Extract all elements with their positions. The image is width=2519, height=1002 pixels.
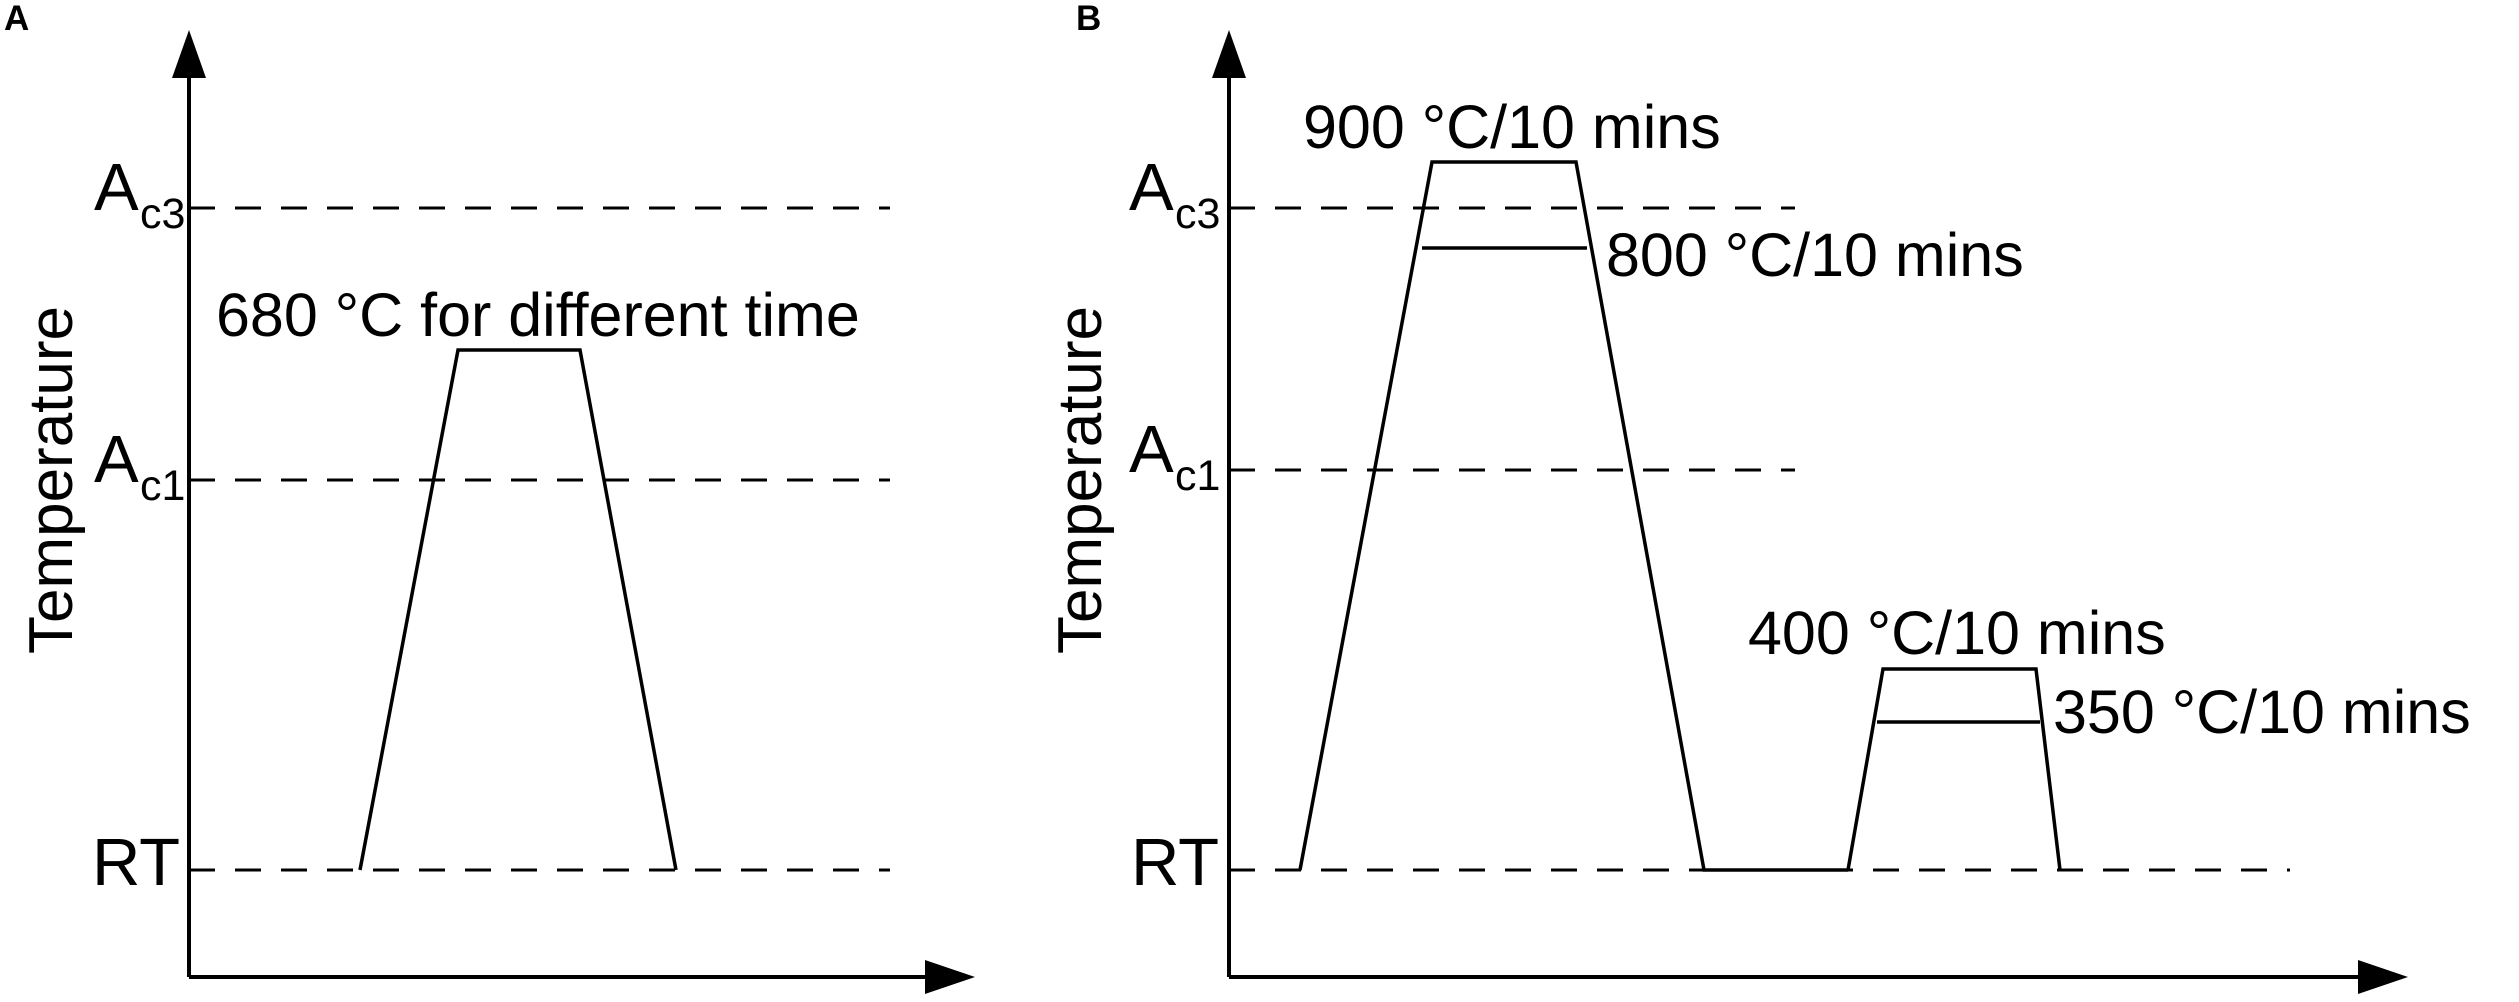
panel-a-x-axis-arrow <box>925 960 975 994</box>
panel-b-800-label: 800 °C/10 mins <box>1606 221 2024 289</box>
panel-a-y-axis-label: Temperature <box>17 306 86 654</box>
panel-b: B Temperature A c3 A c1 RT 900 °C/10 min… <box>1046 0 2471 994</box>
panel-b-temper-profile <box>1846 667 2062 871</box>
panel-a-temperature-profile <box>358 348 678 871</box>
panel-b-austenitize-profile <box>1298 160 1848 872</box>
panel-b-letter: B <box>1076 0 1101 38</box>
panel-b-350-label: 350 °C/10 mins <box>2053 678 2471 746</box>
panel-a-ac1-label: A <box>94 422 139 497</box>
panel-b-x-axis-arrow <box>2358 960 2408 994</box>
panel-a-ac1-sub: c1 <box>140 462 185 510</box>
panel-b-rt-label: RT <box>1131 825 1219 900</box>
panel-b-ac1-sub: c1 <box>1175 452 1220 500</box>
panel-b-ac3-label: A <box>1129 150 1174 225</box>
panel-a-hold-label: 680 °C for different time <box>216 281 860 349</box>
panel-a-letter: A <box>4 0 29 38</box>
panel-a-y-axis-arrow <box>172 30 206 78</box>
panel-a-ac3-label: A <box>94 150 139 225</box>
panel-a-rt-label: RT <box>92 825 180 900</box>
panel-a-ac3-sub: c3 <box>140 190 185 238</box>
panel-b-y-axis-arrow <box>1212 30 1246 78</box>
panel-b-y-axis-label: Temperature <box>1046 306 1115 654</box>
panel-b-ac1-label: A <box>1129 412 1174 487</box>
panel-b-900-label: 900 °C/10 mins <box>1303 93 1721 161</box>
panel-b-ac3-sub: c3 <box>1175 190 1220 238</box>
panel-b-400-label: 400 °C/10 mins <box>1748 599 2166 667</box>
panel-a: A Temperature A c3 A c1 RT 680 °C for di… <box>4 0 975 994</box>
